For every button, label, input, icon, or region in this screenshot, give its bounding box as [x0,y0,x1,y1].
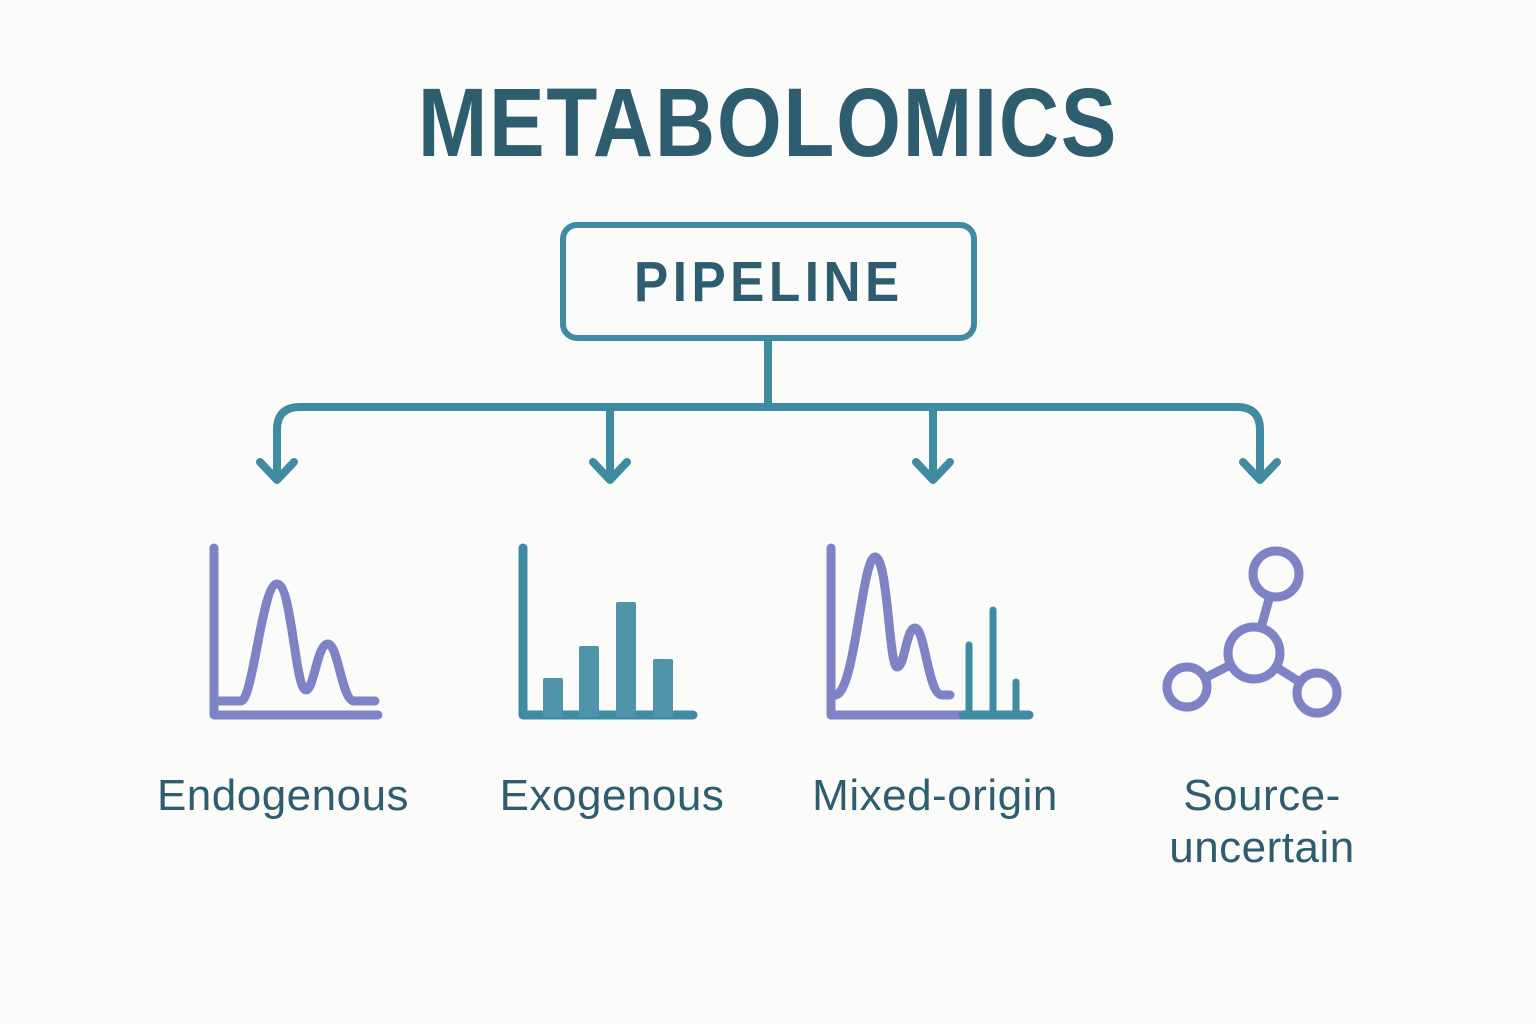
curve-with-spikes-icon [826,543,1034,720]
branch-label-source-uncertain: Source-uncertain [1169,771,1355,872]
arrowhead-1 [256,458,298,484]
branch-rail-line [273,403,1264,482]
pipeline-node-label: PIPELINE [633,249,904,314]
atom-circles [1162,546,1342,718]
arrowhead-4 [1239,458,1281,484]
branch-label-exogenous: Exogenous [499,771,725,820]
molecule-network-icon [1162,546,1342,718]
arrowhead-3 [912,458,954,484]
arrowhead-2 [589,458,631,484]
axis-lines [518,543,698,720]
peak-curve [830,552,955,700]
bars [543,602,673,717]
chromatogram-curve-icon [209,543,383,720]
peak-curve [214,579,380,706]
pipeline-node: PIPELINE [560,222,977,341]
axis-lines [209,543,383,720]
spikes [965,606,1020,715]
page-title: METABOLOMICS [417,68,1119,177]
branch-label-endogenous: Endogenous [156,771,410,820]
axis-lines [826,543,968,720]
branch-label-mixed-origin: Mixed-origin [812,771,1058,820]
bar-chart-icon [518,543,698,720]
